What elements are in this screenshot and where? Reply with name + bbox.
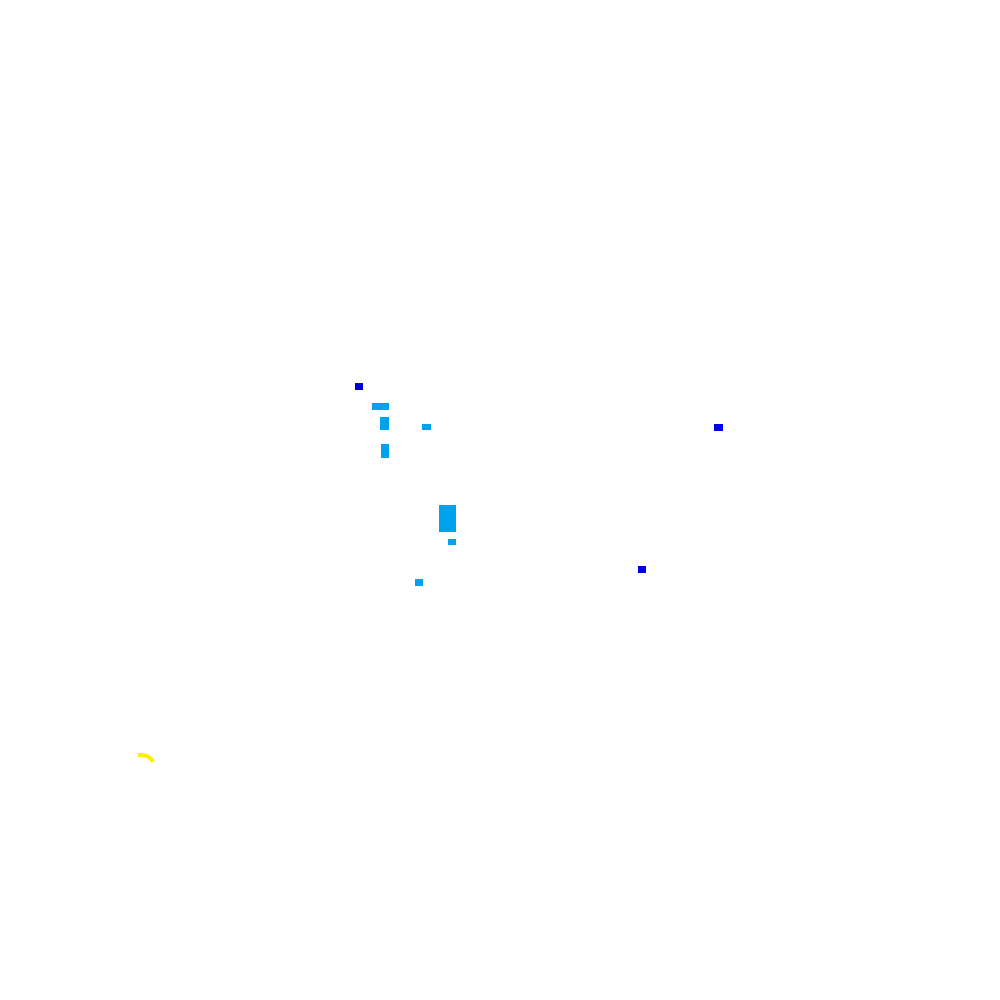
mark-9 <box>638 566 646 573</box>
mark-4 <box>381 444 389 458</box>
mark-11 <box>137 752 155 764</box>
mark-10 <box>415 579 423 586</box>
mark-6 <box>714 424 723 431</box>
mark-8 <box>448 539 456 545</box>
mark-3 <box>380 417 389 430</box>
mark-7 <box>439 505 456 532</box>
mark-5 <box>422 424 431 430</box>
mark-1 <box>355 383 363 390</box>
mark-2 <box>372 403 389 410</box>
